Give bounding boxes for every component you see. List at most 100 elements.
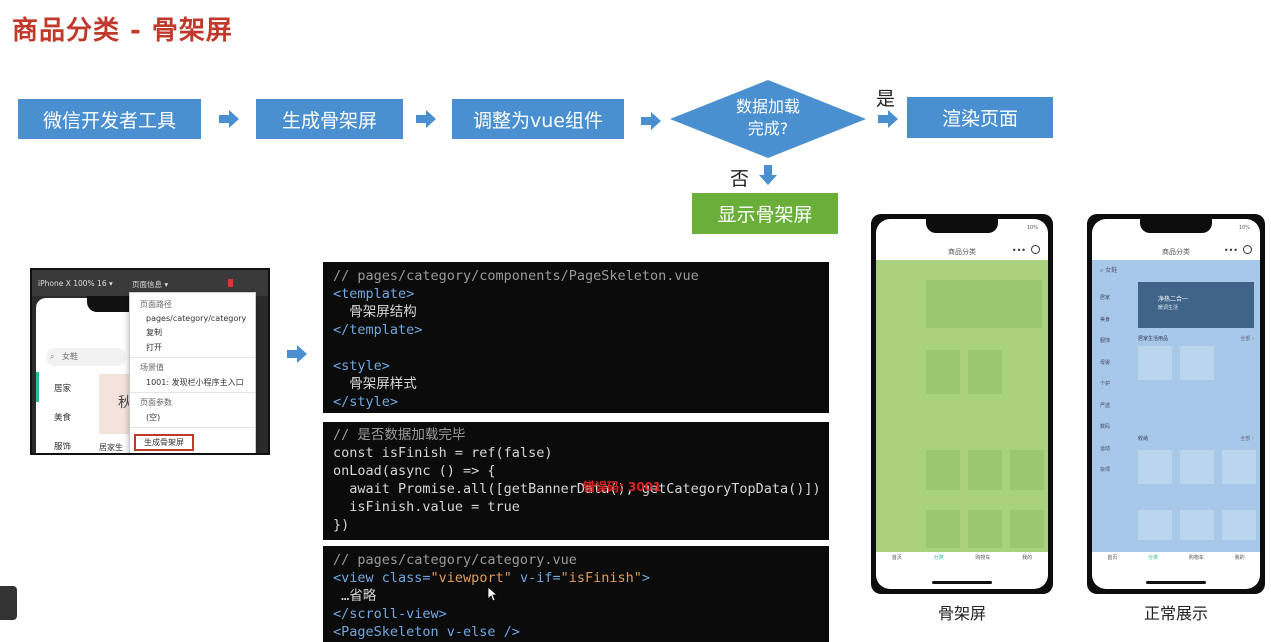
menu-page-path-label: 页面路径 — [140, 300, 172, 309]
more-icon[interactable]: ••• — [1011, 246, 1026, 255]
sidebar-item-home[interactable]: 居家 — [54, 384, 72, 394]
code-tag-end: > — [641, 570, 651, 586]
tab-cart[interactable]: 购物车 — [975, 555, 991, 561]
normal-phone: 10% 商品分类 ••• ⌕ 女鞋 居家 美食 服饰 母婴 个护 严选 数码 运… — [1087, 214, 1265, 594]
device-selector[interactable]: iPhone X 100% 16 ▾ — [38, 279, 113, 288]
code-attr: v-if= — [511, 570, 561, 586]
yes-label: 是 — [876, 88, 896, 110]
mouse-cursor-icon — [487, 586, 499, 602]
code-line: <template> — [333, 286, 415, 302]
search-placeholder: 女鞋 — [1105, 267, 1118, 274]
product-image[interactable] — [1222, 450, 1256, 484]
product-image[interactable] — [1180, 510, 1214, 540]
sidebar-item-clothes[interactable]: 服饰 — [54, 442, 72, 452]
menu-generate-skeleton[interactable]: 生成骨架屏 — [134, 434, 194, 451]
category-item[interactable]: 居家 — [1100, 295, 1111, 301]
devtools-screenshot: iPhone X 100% 16 ▾ 页面信息 ▾ ⌕ 女鞋 居家 美食 服饰 … — [30, 268, 270, 455]
product-image[interactable] — [1138, 346, 1172, 380]
menu-scene-value: 1001: 发现栏小程序主入口 — [146, 378, 244, 387]
content-area: ⌕ 女鞋 居家 美食 服饰 母婴 个护 严选 数码 运动 杂项 净热二合一 暖调… — [1092, 260, 1260, 552]
no-label: 否 — [730, 168, 750, 190]
code-line: isFinish.value = true — [333, 499, 520, 515]
tab-category[interactable]: 分类 — [1148, 555, 1159, 561]
product-image[interactable] — [1180, 450, 1214, 484]
code-block-skeleton-component: // pages/category/components/PageSkeleto… — [323, 262, 829, 413]
section-title: 居家生活用品 — [1138, 336, 1169, 342]
skeleton-overlay — [876, 260, 1048, 552]
category-item[interactable]: 母婴 — [1100, 359, 1111, 366]
banner-image: 净热二合一 暖调生活 — [1138, 282, 1254, 328]
menu-params-value: (空) — [146, 413, 161, 422]
slide-title: 商品分类 - 骨架屏 — [12, 16, 233, 46]
code-line: // pages/category/components/PageSkeleto… — [333, 268, 699, 284]
skeleton-block — [1010, 450, 1044, 490]
arrow-right-icon — [219, 110, 239, 128]
menu-open[interactable]: 打开 — [146, 343, 162, 352]
tab-bar: 首页 分类 购物车 我的 — [876, 554, 1048, 561]
category-item[interactable]: 数码 — [1100, 424, 1111, 430]
code-line: </scroll-view> — [333, 606, 447, 622]
flow-step-render: 渲染页面 — [907, 97, 1053, 138]
category-item[interactable]: 美食 — [1100, 316, 1111, 323]
product-image[interactable] — [1180, 346, 1214, 380]
home-indicator — [932, 581, 992, 584]
skeleton-block — [968, 450, 1002, 490]
skeleton-block — [968, 510, 1002, 548]
banner-text: 秋 — [118, 395, 132, 411]
code-line: // 是否数据加载完毕 — [333, 427, 466, 443]
battery-status: 10% — [1026, 225, 1038, 231]
category-item[interactable]: 运动 — [1100, 445, 1111, 452]
code-line: }) — [333, 517, 350, 533]
tab-category[interactable]: 分类 — [933, 555, 944, 561]
code-line: onLoad(async () => { — [333, 463, 496, 479]
battery-status: 10% — [1238, 225, 1250, 231]
sidebar-item-food[interactable]: 美食 — [54, 413, 72, 423]
arrow-right-icon — [641, 112, 661, 130]
more-link[interactable]: 全部 › — [1240, 436, 1254, 442]
category-item[interactable]: 个护 — [1100, 381, 1111, 387]
category-item[interactable]: 服饰 — [1100, 338, 1111, 344]
arrow-right-icon — [878, 110, 898, 128]
arrow-right-icon — [416, 110, 436, 128]
skeleton-block — [1010, 510, 1044, 548]
code-line: </style> — [333, 394, 399, 410]
close-icon[interactable] — [1031, 245, 1040, 254]
search-icon: ⌕ — [50, 352, 55, 361]
search-bar[interactable]: ⌕ 女鞋 — [46, 348, 126, 366]
product-image[interactable] — [1138, 510, 1172, 540]
skeleton-caption: 骨架屏 — [937, 604, 986, 623]
menu-copy[interactable]: 复制 — [146, 328, 162, 337]
code-block-category-page: // pages/category/category.vue <view cla… — [323, 546, 829, 642]
search-bar[interactable]: ⌕ 女鞋 — [1100, 267, 1118, 274]
product-image[interactable] — [1138, 450, 1172, 484]
code-string: "viewport" — [430, 570, 512, 586]
code-line: await Promise.all([getBannerData(), getC… — [333, 481, 821, 497]
close-icon[interactable] — [1243, 245, 1252, 254]
skeleton-block — [968, 350, 1002, 394]
tab-home[interactable]: 首页 — [1107, 555, 1118, 561]
active-indicator — [36, 372, 39, 402]
tab-cart[interactable]: 购物车 — [1188, 555, 1204, 561]
record-icon — [228, 279, 233, 287]
category-sidebar: 居家 美食 服饰 母婴 个护 严选 数码 运动 杂项 — [1100, 288, 1110, 482]
more-link[interactable]: 全部 › — [1240, 336, 1254, 342]
page-header: 商品分类 — [1162, 248, 1190, 256]
side-handle[interactable] — [0, 586, 17, 620]
flow-step-show-skeleton: 显示骨架屏 — [692, 193, 838, 234]
phone-notch — [926, 219, 998, 233]
normal-caption: 正常展示 — [1143, 604, 1208, 623]
code-string: "isFinish" — [560, 570, 642, 586]
more-icon[interactable]: ••• — [1223, 246, 1238, 255]
category-item[interactable]: 严选 — [1100, 402, 1111, 409]
product-image[interactable] — [1222, 510, 1256, 540]
page-info-menu[interactable]: 页面信息 ▾ — [132, 280, 169, 289]
tab-mine[interactable]: 我的 — [1234, 555, 1245, 561]
skeleton-phone-screen: 10% 商品分类 ••• 首页 分类 购物车 我的 — [876, 219, 1048, 589]
arrow-right-icon — [287, 345, 307, 363]
tab-mine[interactable]: 我的 — [1022, 555, 1033, 561]
menu-scene-label: 场景值 — [140, 363, 164, 372]
skeleton-block — [926, 450, 960, 490]
category-item[interactable]: 杂项 — [1100, 467, 1111, 473]
error-code-overlay: 错误码: 3001 — [583, 480, 662, 494]
tab-home[interactable]: 首页 — [891, 555, 902, 561]
